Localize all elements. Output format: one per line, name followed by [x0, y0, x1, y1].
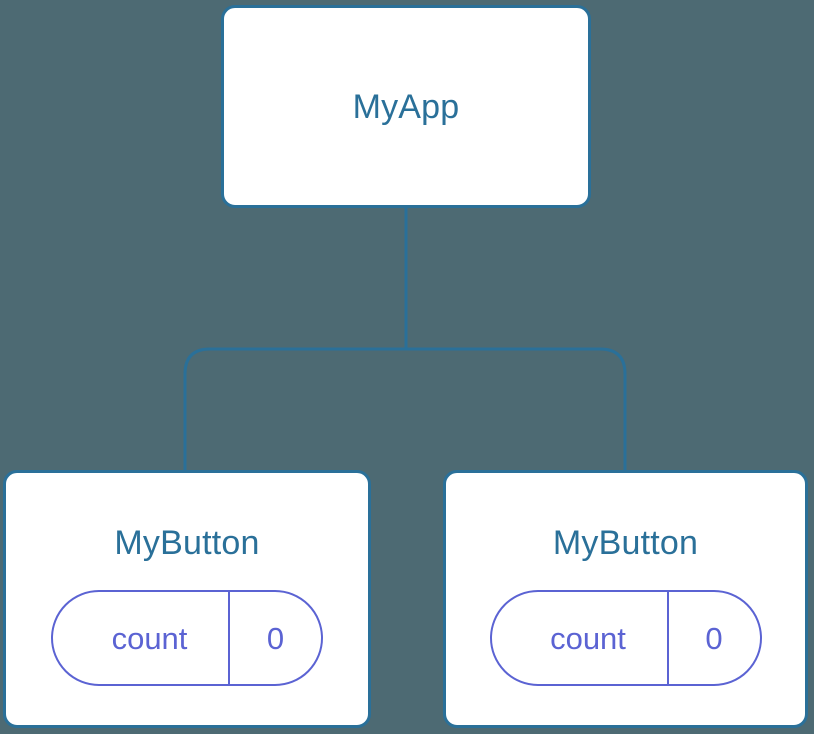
state-value: 0: [705, 620, 723, 656]
state-divider: [666, 592, 669, 684]
edge-root-to-child-1: [406, 347, 627, 472]
state-divider: [228, 592, 230, 684]
node-label: MyButton: [114, 524, 260, 562]
state-key: count: [550, 620, 626, 656]
node-mybutton-0[interactable]: MyButton count 0: [3, 470, 371, 728]
node-myapp[interactable]: MyApp: [221, 5, 591, 208]
state-key: count: [111, 620, 188, 656]
state-pill[interactable]: count 0: [51, 590, 323, 686]
state-value: 0: [266, 620, 285, 656]
node-mybutton-1[interactable]: MyButton count 0: [443, 470, 808, 728]
state-pill[interactable]: count 0: [489, 590, 762, 686]
edge-root-to-child-0: [183, 347, 406, 472]
node-label: MyButton: [552, 524, 699, 562]
node-label: MyApp: [352, 87, 460, 126]
